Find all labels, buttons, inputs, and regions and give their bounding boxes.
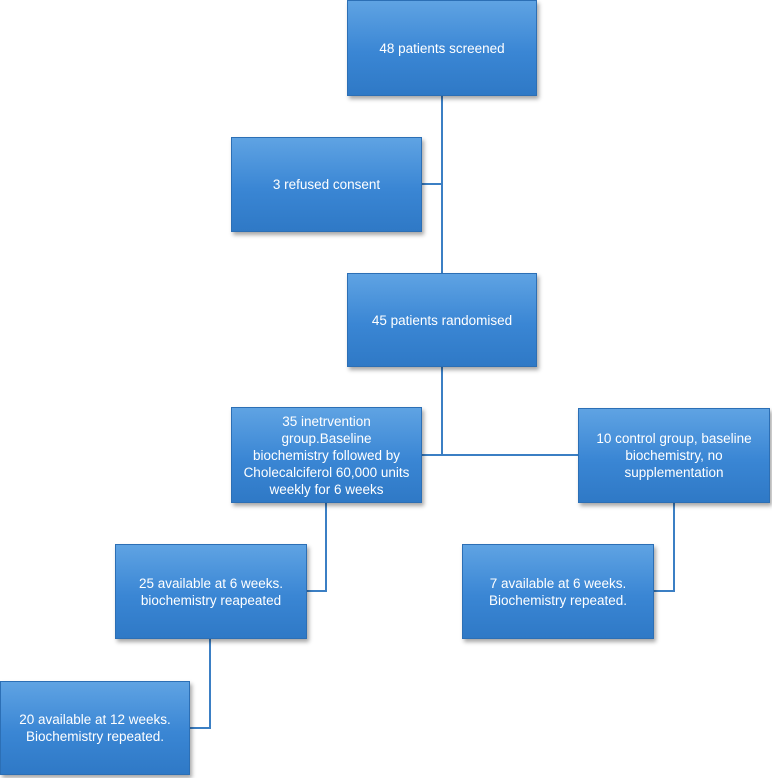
box-text: 3 refused consent [272,177,381,192]
box-intervention-group: 35 inetrvention group.Baseline biochemis… [231,407,422,503]
box-intervention-6-weeks: 25 available at 6 weeks. biochemistry re… [115,544,307,639]
box-text-line: 10 control group, baseline [596,431,752,446]
box-control-group: 10 control group, baseline biochemistry,… [578,408,770,503]
box-text-line: Cholecalciferol 60,000 units [243,464,410,480]
box-intervention-12-weeks: 20 available at 12 weeks. Biochemistry r… [0,681,190,775]
box-text-line: biochemistry reapeated [140,592,282,608]
box-text-line: 7 available at 6 weeks. [489,575,627,591]
box-patients-randomised: 45 patients randomised [347,273,537,367]
box-text-line: Biochemistry repeated. [25,729,165,744]
box-text-line: 25 available at 6 weeks. [138,575,284,591]
box-text-line: supplementation [624,465,724,480]
box-control-6-weeks: 7 available at 6 weeks. Biochemistry rep… [462,544,654,639]
box-text-line: group.Baseline [281,430,372,446]
box-refused-consent: 3 refused consent [231,137,422,232]
connector-6wk-to-12wk [190,639,211,729]
box-text: 48 patients screened [379,40,505,56]
box-text-line: 20 available at 12 weeks. [19,712,171,727]
box-text-line: biochemistry followed by [252,447,401,463]
box-text-line: weekly for 6 weeks [269,481,384,497]
box-text-line: Biochemistry repeated. [488,592,628,608]
box-patients-screened: 48 patients screened [347,0,537,96]
box-text: 45 patients randomised [371,312,513,328]
connector-intervention-to-6wk [307,503,327,592]
box-text-line: 35 inetrvention [282,413,371,429]
box-text-line: biochemistry, no [625,448,723,463]
connector-control-to-6wk [654,503,675,592]
